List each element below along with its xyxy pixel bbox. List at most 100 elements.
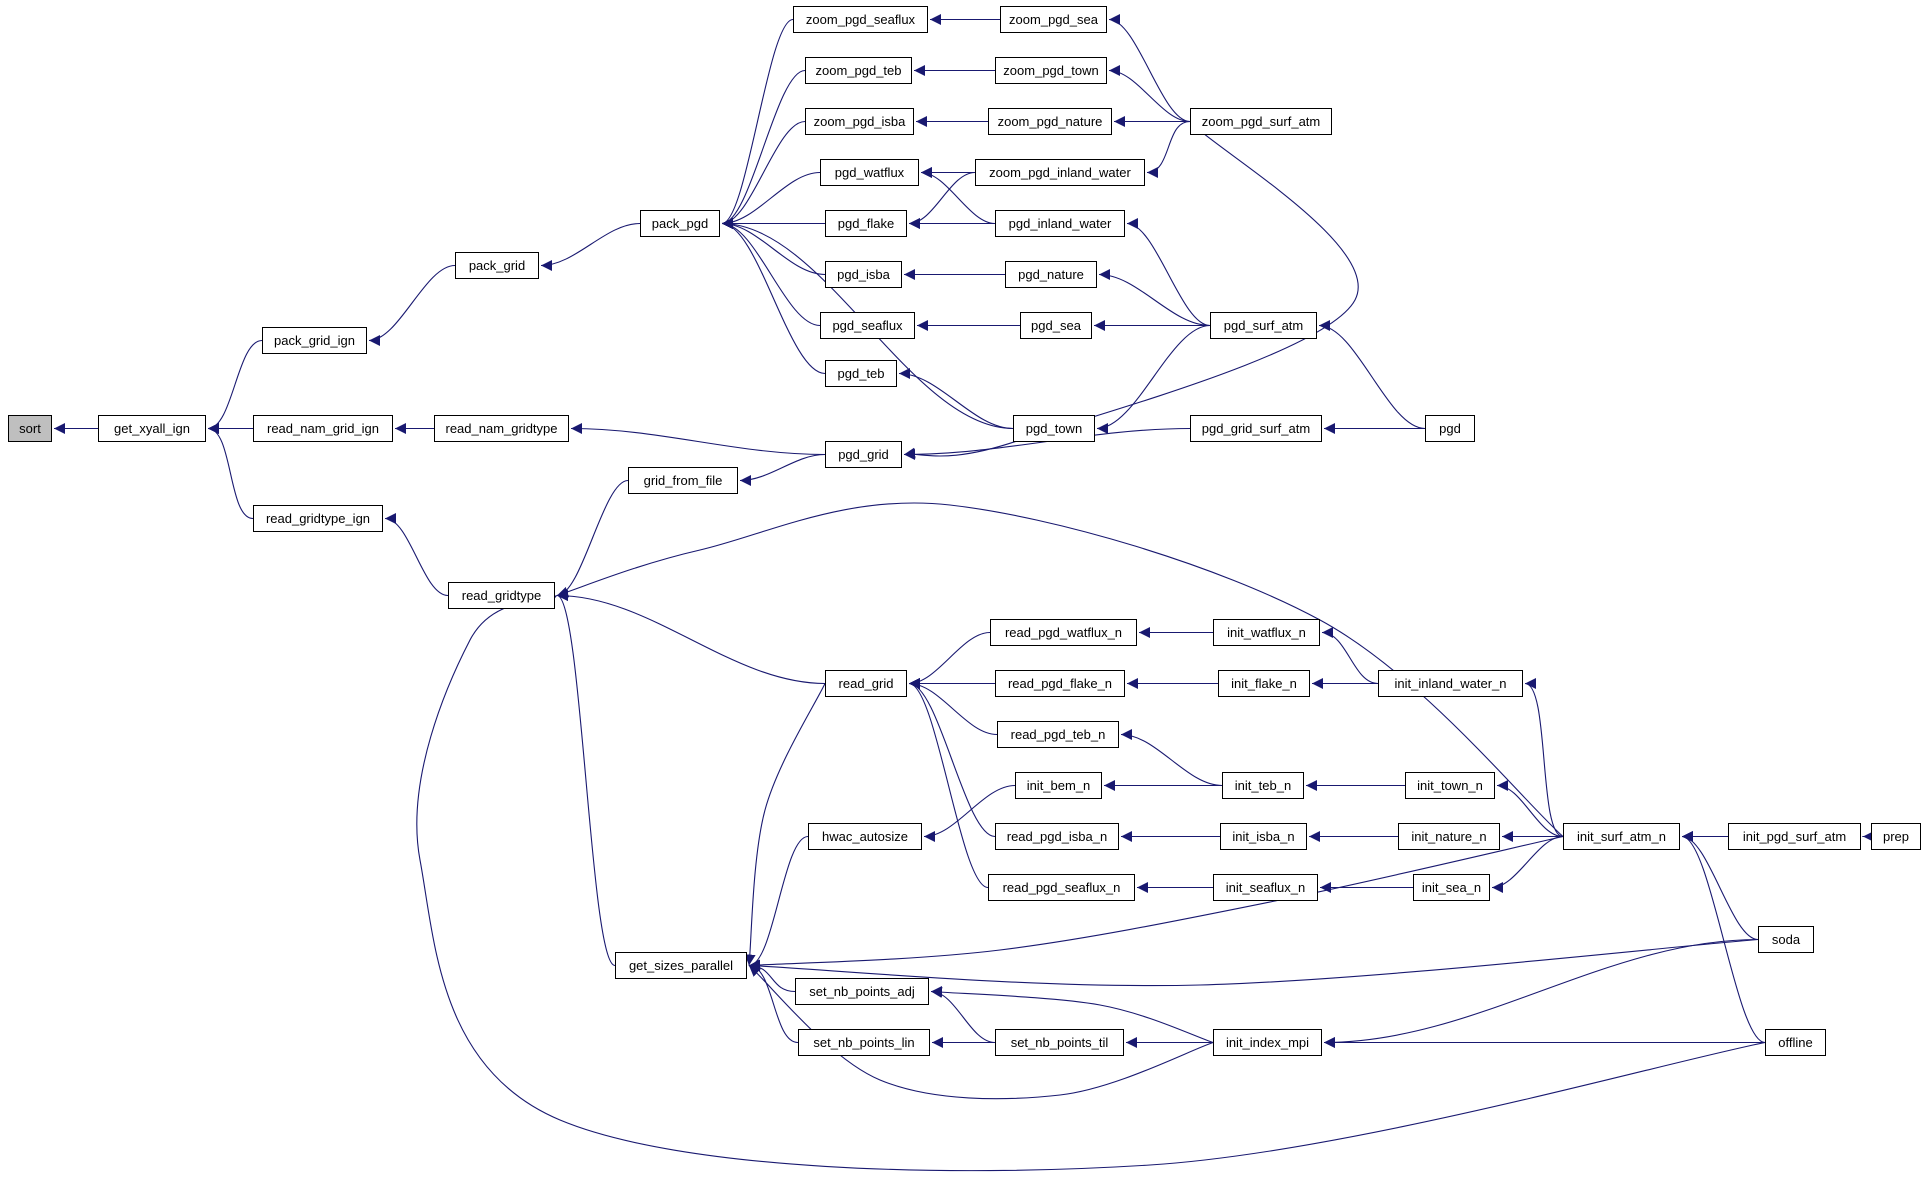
node-init_sea_n[interactable]: init_sea_n xyxy=(1413,874,1490,901)
node-read_pgd_isba_n[interactable]: read_pgd_isba_n xyxy=(995,823,1119,850)
edge-init_inland_water_n-init_watflux_n xyxy=(1321,627,1379,685)
edge-soda-get_sizes_parallel xyxy=(748,938,1759,987)
node-set_nb_points_lin[interactable]: set_nb_points_lin xyxy=(798,1029,930,1056)
node-pgd_surf_atm[interactable]: pgd_surf_atm xyxy=(1210,312,1317,339)
node-init_inland_water_n[interactable]: init_inland_water_n xyxy=(1378,670,1523,697)
edge-init_surf_atm_n-get_sizes_parallel xyxy=(748,835,1564,971)
node-pgd_teb[interactable]: pgd_teb xyxy=(825,360,897,387)
node-read_gridtype[interactable]: read_gridtype xyxy=(448,582,555,609)
edge-init_surf_atm_n-init_inland_water_n xyxy=(1524,678,1564,838)
node-init_index_mpi[interactable]: init_index_mpi xyxy=(1213,1029,1322,1056)
node-pack_grid_ign[interactable]: pack_grid_ign xyxy=(262,327,367,354)
edge-read_grid-read_gridtype xyxy=(556,590,826,685)
node-zoom_pgd_inland_water[interactable]: zoom_pgd_inland_water xyxy=(975,159,1145,186)
node-init_isba_n[interactable]: init_isba_n xyxy=(1220,823,1307,850)
node-get_xyall_ign[interactable]: get_xyall_ign xyxy=(98,415,206,442)
edge-set_nb_points_lin-get_sizes_parallel xyxy=(748,960,799,1044)
edge-pgd_teb-pack_pgd xyxy=(721,218,826,375)
edge-set_nb_points_adj-get_sizes_parallel xyxy=(748,960,796,993)
edge-read_pgd_seaflux_n-read_grid xyxy=(908,678,989,889)
node-init_bem_n[interactable]: init_bem_n xyxy=(1015,772,1102,799)
node-zoom_pgd_nature[interactable]: zoom_pgd_nature xyxy=(988,108,1112,135)
edge-offline-read_gridtype xyxy=(416,595,1766,1172)
node-set_nb_points_adj[interactable]: set_nb_points_adj xyxy=(795,978,929,1005)
edge-read_pgd_teb_n-read_grid xyxy=(908,678,998,736)
node-zoom_pgd_town[interactable]: zoom_pgd_town xyxy=(995,57,1107,84)
node-read_gridtype_ign[interactable]: read_gridtype_ign xyxy=(253,505,383,532)
node-pgd_nature[interactable]: pgd_nature xyxy=(1005,261,1097,288)
node-init_watflux_n[interactable]: init_watflux_n xyxy=(1213,619,1320,646)
node-read_grid[interactable]: read_grid xyxy=(825,670,907,697)
edge-pgd_grid-read_nam_gridtype xyxy=(570,423,826,456)
edge-pgd_grid-grid_from_file xyxy=(739,453,826,486)
edge-init_surf_atm_n-read_gridtype xyxy=(556,502,1564,837)
edge-init_index_mpi-set_nb_points_adj xyxy=(930,986,1214,1044)
edge-read_gridtype_ign-get_xyall_ign xyxy=(207,423,254,520)
edge-init_teb_n-read_pgd_teb_n xyxy=(1120,729,1223,787)
node-pgd_town[interactable]: pgd_town xyxy=(1013,415,1095,442)
node-init_pgd_surf_atm[interactable]: init_pgd_surf_atm xyxy=(1728,823,1861,850)
edge-read_pgd_watflux_n-read_grid xyxy=(908,631,991,689)
node-pgd[interactable]: pgd xyxy=(1425,415,1475,442)
edge-pack_pgd-pack_grid xyxy=(540,222,641,271)
edge-read_pgd_isba_n-read_grid xyxy=(908,678,996,838)
edge-soda-init_index_mpi xyxy=(1323,938,1759,1048)
node-init_teb_n[interactable]: init_teb_n xyxy=(1222,772,1304,799)
node-pgd_isba[interactable]: pgd_isba xyxy=(825,261,902,288)
edge-init_bem_n-hwac_autosize xyxy=(923,784,1016,842)
edge-read_grid-get_sizes_parallel xyxy=(744,683,826,966)
node-init_surf_atm_n[interactable]: init_surf_atm_n xyxy=(1563,823,1680,850)
edge-init_index_mpi-get_sizes_parallel xyxy=(748,965,1214,1100)
node-soda[interactable]: soda xyxy=(1758,926,1814,953)
node-read_nam_gridtype[interactable]: read_nam_gridtype xyxy=(434,415,569,442)
node-pgd_grid[interactable]: pgd_grid xyxy=(825,441,902,468)
edge-zoom_pgd_surf_atm-zoom_pgd_inland_water xyxy=(1146,120,1191,178)
node-zoom_pgd_teb[interactable]: zoom_pgd_teb xyxy=(805,57,912,84)
node-pgd_grid_surf_atm[interactable]: pgd_grid_surf_atm xyxy=(1190,415,1322,442)
node-zoom_pgd_isba[interactable]: zoom_pgd_isba xyxy=(805,108,914,135)
edge-layer xyxy=(54,14,1874,1172)
node-zoom_pgd_surf_atm[interactable]: zoom_pgd_surf_atm xyxy=(1190,108,1332,135)
node-init_flake_n[interactable]: init_flake_n xyxy=(1218,670,1310,697)
edge-pgd_isba-pack_pgd xyxy=(721,218,826,276)
edge-set_nb_points_til-set_nb_points_adj xyxy=(930,986,996,1044)
node-zoom_pgd_seaflux[interactable]: zoom_pgd_seaflux xyxy=(793,6,928,33)
edge-pgd_seaflux-pack_pgd xyxy=(721,218,821,327)
edge-grid_from_file-read_gridtype xyxy=(556,479,629,601)
node-zoom_pgd_sea[interactable]: zoom_pgd_sea xyxy=(1000,6,1107,33)
node-read_pgd_seaflux_n[interactable]: read_pgd_seaflux_n xyxy=(988,874,1135,901)
node-set_nb_points_til[interactable]: set_nb_points_til xyxy=(995,1029,1124,1056)
node-pgd_flake[interactable]: pgd_flake xyxy=(825,210,907,237)
edge-pgd_surf_atm-pgd_town xyxy=(1096,324,1211,434)
edge-read_gridtype-read_gridtype_ign xyxy=(384,513,449,597)
node-hwac_autosize[interactable]: hwac_autosize xyxy=(808,823,922,850)
node-prep[interactable]: prep xyxy=(1871,823,1921,850)
edge-init_surf_atm_n-init_town_n xyxy=(1496,780,1564,838)
edge-hwac_autosize-get_sizes_parallel xyxy=(748,835,809,971)
node-pack_pgd[interactable]: pack_pgd xyxy=(640,210,720,237)
node-init_town_n[interactable]: init_town_n xyxy=(1405,772,1495,799)
edge-get_sizes_parallel-read_gridtype xyxy=(556,590,616,967)
edge-pack_grid-pack_grid_ign xyxy=(368,264,456,346)
edge-zoom_pgd_surf_atm-zoom_pgd_sea xyxy=(1108,14,1191,123)
node-pgd_seaflux[interactable]: pgd_seaflux xyxy=(820,312,915,339)
edge-pgd_surf_atm-pgd_inland_water xyxy=(1126,218,1211,327)
node-init_nature_n[interactable]: init_nature_n xyxy=(1398,823,1500,850)
node-offline[interactable]: offline xyxy=(1765,1029,1826,1056)
node-pgd_inland_water[interactable]: pgd_inland_water xyxy=(995,210,1125,237)
node-read_nam_grid_ign[interactable]: read_nam_grid_ign xyxy=(253,415,393,442)
edge-zoom_pgd_seaflux-pack_pgd xyxy=(721,18,794,229)
node-read_pgd_flake_n[interactable]: read_pgd_flake_n xyxy=(995,670,1125,697)
node-read_pgd_watflux_n[interactable]: read_pgd_watflux_n xyxy=(990,619,1137,646)
node-pgd_sea[interactable]: pgd_sea xyxy=(1020,312,1092,339)
edge-soda-init_surf_atm_n xyxy=(1681,831,1759,941)
node-get_sizes_parallel[interactable]: get_sizes_parallel xyxy=(615,952,747,979)
node-pack_grid[interactable]: pack_grid xyxy=(455,252,539,279)
node-init_seaflux_n[interactable]: init_seaflux_n xyxy=(1213,874,1318,901)
node-sort: sort xyxy=(8,415,52,442)
node-pgd_watflux[interactable]: pgd_watflux xyxy=(820,159,919,186)
node-grid_from_file[interactable]: grid_from_file xyxy=(628,467,738,494)
node-read_pgd_teb_n[interactable]: read_pgd_teb_n xyxy=(997,721,1119,748)
